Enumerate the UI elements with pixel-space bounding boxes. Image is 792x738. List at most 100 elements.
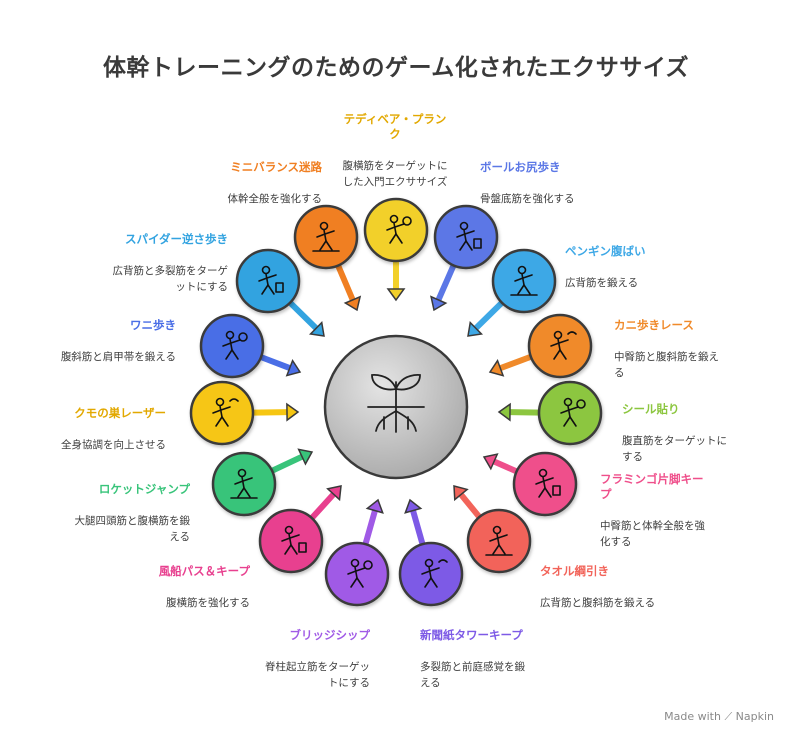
arrow-head xyxy=(285,358,302,377)
arrow-head xyxy=(343,295,362,312)
exercise-label: ペンギン腹ばい広背筋を鍛える xyxy=(565,244,685,291)
newspaper-tower-icon xyxy=(421,558,448,588)
exercise-description: 腹横筋を強化する xyxy=(166,597,250,609)
sticker-icon xyxy=(560,397,586,427)
arrow-head xyxy=(297,448,314,466)
crocodile-icon xyxy=(222,330,248,360)
exercise-label: シール貼り腹直筋をターゲットにする xyxy=(622,402,732,465)
exercise-title: シール貼り xyxy=(622,402,680,416)
exercise-node xyxy=(199,313,302,379)
exercise-description: 体幹全般を強化する xyxy=(227,193,323,205)
tug-of-war-icon xyxy=(485,525,513,556)
arrow-head xyxy=(326,485,342,502)
exercise-description: 脊柱起立筋をターゲットにする xyxy=(265,661,370,689)
exercise-description: 腹直筋をターゲットにする xyxy=(622,435,727,463)
arrow-head xyxy=(453,485,469,502)
arrow-head xyxy=(488,359,505,377)
exercise-label: ブリッジシップ脊柱起立筋をターゲットにする xyxy=(255,628,370,691)
exercise-node xyxy=(293,204,362,312)
exercise-description: 広背筋を鍛える xyxy=(565,277,639,289)
exercise-title: 新聞紙タワーキープ xyxy=(420,628,523,642)
arrow-shaft xyxy=(334,261,356,302)
exercise-title: ペンギン腹ばい xyxy=(565,244,646,258)
arrow-shaft xyxy=(435,261,458,302)
exercise-title: ロケットジャンプ xyxy=(98,482,190,496)
arrow-shaft xyxy=(307,492,336,523)
napkin-brand: Made with ⟋ Napkin xyxy=(664,710,774,723)
penguin-icon xyxy=(510,265,538,296)
exercise-label: フラミンゴ片脚キープ中臀筋と体幹全般を強化する xyxy=(600,472,710,550)
teddy-bear-plank-icon xyxy=(386,214,412,244)
exercise-title: テディベア・プランク xyxy=(343,112,447,141)
arrow-head xyxy=(482,453,499,471)
exercise-description: 中臀筋と腹斜筋を鍛える xyxy=(614,351,719,379)
crab-icon xyxy=(550,330,577,360)
arrow-shaft xyxy=(458,492,484,522)
exercise-node xyxy=(398,498,464,607)
arrow-shaft xyxy=(285,298,319,331)
exercise-label: 風船パス＆キープ腹横筋を強化する xyxy=(130,564,250,611)
arrow-shaft xyxy=(410,509,427,548)
exercise-label: ミニバランス迷路体幹全般を強化する xyxy=(212,160,323,207)
exercise-title: フラミンゴ片脚キープ xyxy=(600,472,704,501)
exercise-description: 多裂筋と前庭感覚を鍛える xyxy=(420,661,525,689)
exercise-node xyxy=(363,197,429,302)
exercise-title: タオル綱引き xyxy=(540,564,609,578)
exercise-title: スパイダー逆さ歩き xyxy=(124,232,228,246)
arrow-head xyxy=(365,498,384,514)
exercise-title: 風船パス＆キープ xyxy=(158,564,250,578)
exercise-node xyxy=(211,448,314,517)
exercise-title: ブリッジシップ xyxy=(289,628,371,642)
exercise-description: 腹斜筋と肩甲帯を鍛える xyxy=(60,351,176,363)
exercise-title: カニ歩きレース xyxy=(614,318,694,332)
exercise-title: ワニ歩き xyxy=(130,318,176,332)
sprout-icon xyxy=(367,374,425,433)
arrow-head xyxy=(286,402,300,422)
exercise-node xyxy=(235,248,325,337)
exercise-title: ボールお尻歩き xyxy=(480,160,561,174)
exercise-node xyxy=(430,204,499,312)
arrow-head xyxy=(467,321,484,337)
balloon-icon xyxy=(281,525,307,555)
arrow-shaft xyxy=(268,453,304,475)
arrow-shaft xyxy=(473,298,507,331)
exercise-node xyxy=(258,485,342,574)
ball-walk-icon xyxy=(456,221,482,251)
exercise-description: 大腿四頭筋と腹横筋を鍛える xyxy=(74,515,191,543)
exercise-label: 新聞紙タワーキープ多裂筋と前庭感覚を鍛える xyxy=(420,628,530,691)
exercise-title: クモの巣レーザー xyxy=(74,406,166,420)
spider-walk-icon xyxy=(258,265,284,295)
laser-web-icon xyxy=(212,397,239,427)
arrow-head xyxy=(430,295,448,312)
exercise-label: クモの巣レーザー全身協調を向上させる xyxy=(50,406,166,453)
exercise-node xyxy=(324,498,390,607)
exercise-description: 全身協調を向上させる xyxy=(61,439,166,451)
exercise-label: ワニ歩き腹斜筋と肩甲帯を鍛える xyxy=(60,318,176,365)
exercise-description: 広背筋と腹斜筋を鍛える xyxy=(540,597,656,609)
exercise-label: カニ歩きレース中臀筋と腹斜筋を鍛える xyxy=(614,318,724,381)
exercise-title: ミニバランス迷路 xyxy=(230,160,322,174)
exercise-label: スパイダー逆さ歩き広背筋と多裂筋をターゲットにする xyxy=(110,232,229,295)
exercise-label: タオル綱引き広背筋と腹斜筋を鍛える xyxy=(540,564,660,611)
arrow-head xyxy=(386,288,406,302)
arrow-shaft xyxy=(257,353,291,371)
bridge-icon xyxy=(347,558,373,588)
exercise-node xyxy=(453,485,532,574)
arrow-shaft xyxy=(492,458,521,476)
rocket-jump-icon xyxy=(230,468,258,499)
exercise-node xyxy=(497,380,603,446)
exercise-description: 中臀筋と体幹全般を強化する xyxy=(600,520,705,548)
exercise-description: 広背筋と多裂筋をターゲットにする xyxy=(112,265,229,293)
arrow-head xyxy=(308,321,325,337)
arrow-head xyxy=(497,402,511,422)
exercise-description: 腹横筋をターゲットにした入門エクササイズ xyxy=(342,160,448,188)
exercise-label: ロケットジャンプ大腿四頭筋と腹横筋を鍛える xyxy=(70,482,191,545)
arrow-shaft xyxy=(361,509,378,548)
exercise-label: ボールお尻歩き骨盤底筋を強化する xyxy=(480,160,600,207)
balance-maze-icon xyxy=(312,221,340,252)
arrow-head xyxy=(404,498,423,514)
flamingo-icon xyxy=(535,468,561,498)
page-title: 体幹トレーニングのためのゲーム化されたエクササイズ xyxy=(102,55,690,81)
exercise-node xyxy=(488,313,593,379)
